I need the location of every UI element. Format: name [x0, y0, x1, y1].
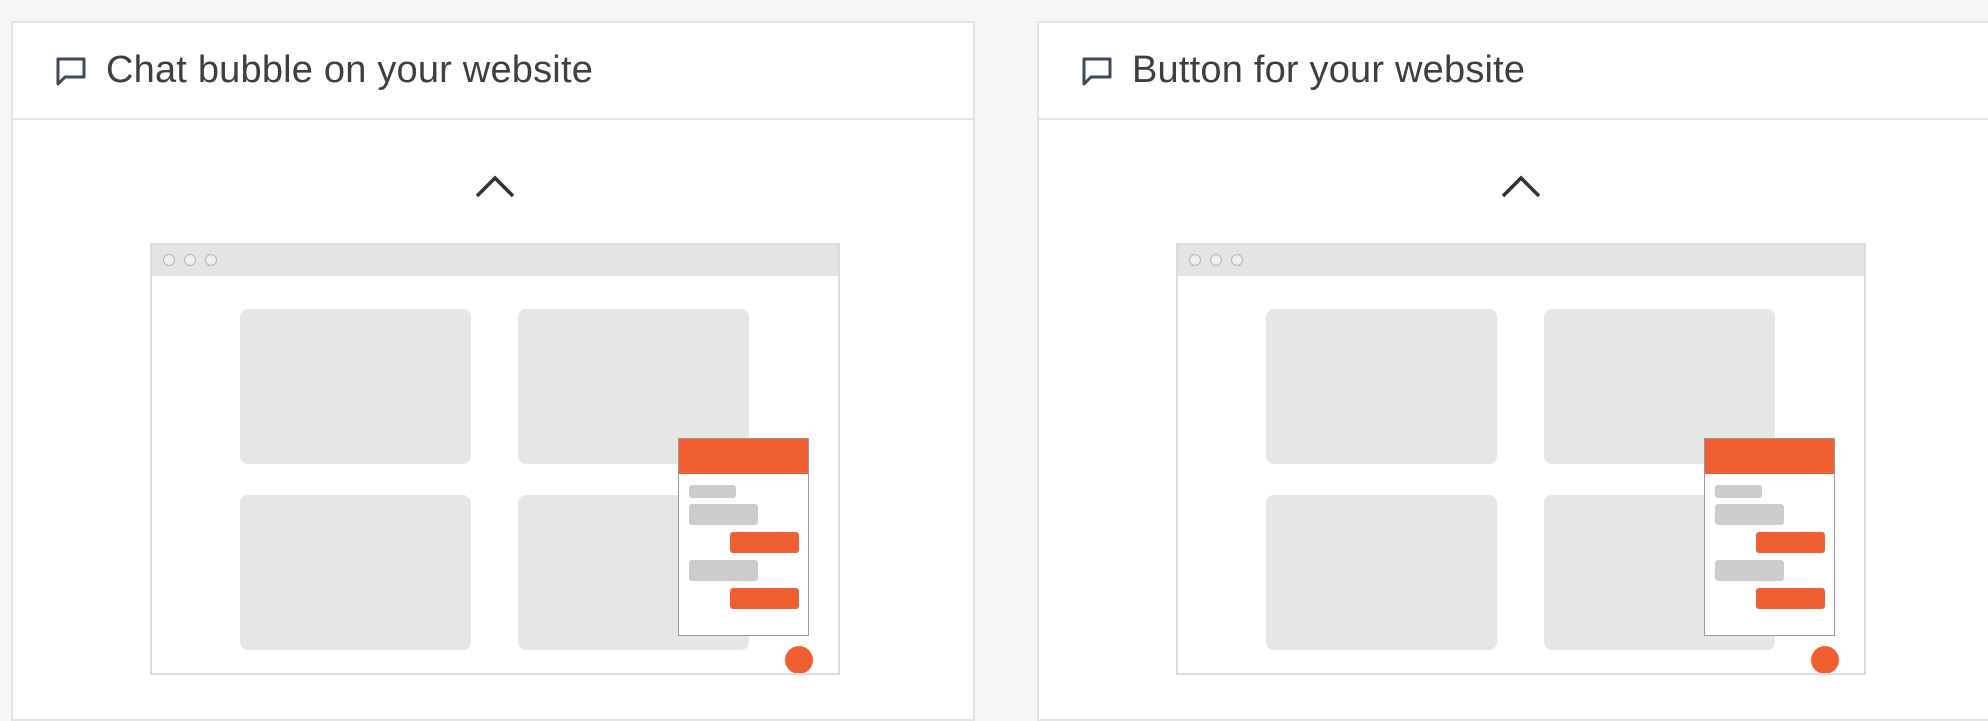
chat-message-outgoing: [1756, 532, 1825, 553]
chat-message-outgoing: [730, 588, 799, 609]
website-preview-illustration: [1176, 243, 1866, 675]
content-placeholder: [240, 495, 471, 650]
content-placeholder: [1266, 495, 1497, 650]
chat-message-incoming: [689, 560, 758, 581]
website-button-card: Button for your website: [1037, 21, 1988, 721]
chat-launcher-bubble: [1811, 646, 1839, 673]
chevron-up-icon[interactable]: [1497, 170, 1545, 200]
chat-message-incoming: [1715, 560, 1784, 581]
chat-bubble-icon: [1082, 57, 1112, 85]
window-dot-icon: [1189, 254, 1201, 266]
chat-message-incoming: [689, 485, 736, 498]
window-dot-icon: [184, 254, 196, 266]
card-title: Button for your website: [1132, 49, 1526, 91]
website-preview-illustration: [150, 243, 840, 675]
chat-launcher-bubble: [785, 646, 813, 673]
chat-window-illustration: [678, 438, 809, 636]
window-dot-icon: [1210, 254, 1222, 266]
chat-message-incoming: [689, 504, 758, 525]
card-header[interactable]: Button for your website: [1039, 23, 1988, 120]
chat-window-header: [1705, 439, 1834, 474]
chat-window-header: [679, 439, 808, 474]
card-header[interactable]: Chat bubble on your website: [13, 23, 973, 120]
browser-title-bar: [152, 245, 838, 276]
chat-message-incoming: [1715, 485, 1762, 498]
content-placeholder: [1266, 309, 1497, 464]
chat-message-outgoing: [730, 532, 799, 553]
window-dot-icon: [1231, 254, 1243, 266]
window-dot-icon: [163, 254, 175, 266]
chat-bubble-card: Chat bubble on your website: [11, 21, 975, 721]
chat-bubble-icon: [56, 57, 86, 85]
content-placeholder: [240, 309, 471, 464]
chevron-up-icon[interactable]: [471, 170, 519, 200]
window-dot-icon: [205, 254, 217, 266]
chat-message-incoming: [1715, 504, 1784, 525]
chat-window-illustration: [1704, 438, 1835, 636]
chat-message-outgoing: [1756, 588, 1825, 609]
browser-title-bar: [1178, 245, 1864, 276]
card-title: Chat bubble on your website: [106, 49, 594, 91]
